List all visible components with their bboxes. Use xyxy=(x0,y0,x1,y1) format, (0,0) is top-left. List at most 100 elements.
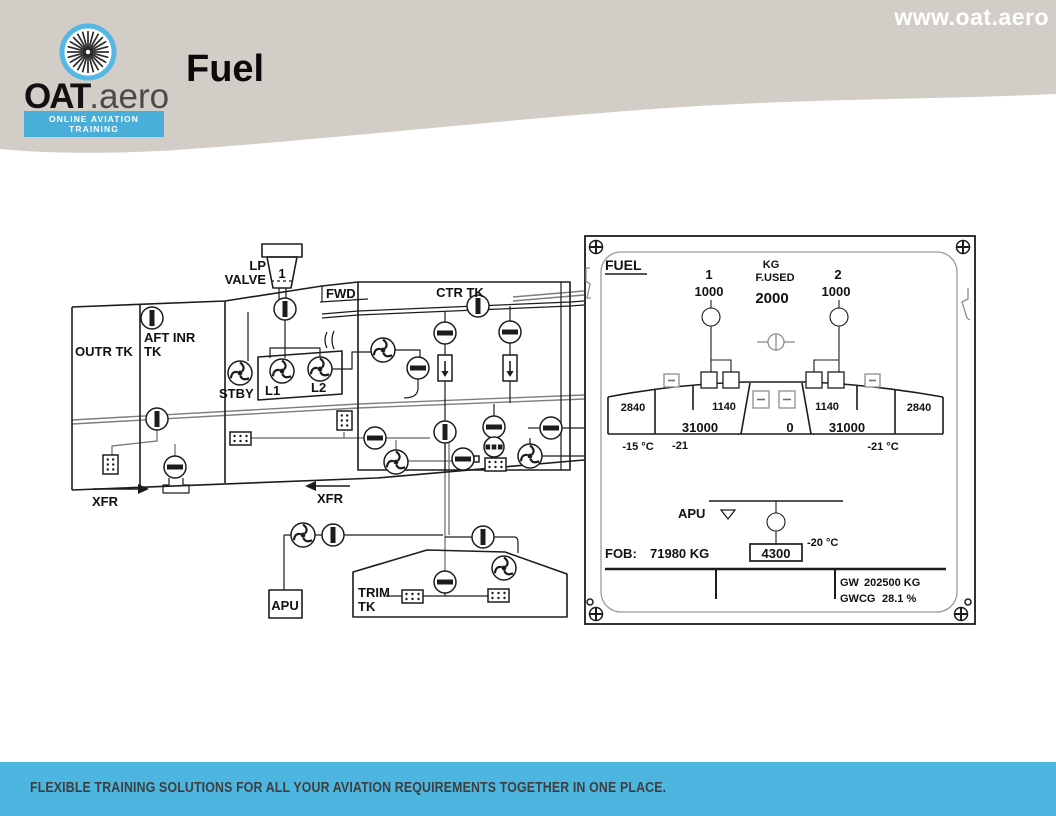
footer-slogan: FLEXIBLE TRAINING SOLUTIONS FOR ALL YOUR… xyxy=(30,780,667,796)
connector-block-inr xyxy=(229,431,252,446)
trim-temp: -20 °C xyxy=(807,537,838,549)
qty-collector-left: 1140 xyxy=(712,401,736,413)
stby-label: STBY xyxy=(219,386,254,401)
jet-pump-right xyxy=(502,354,518,382)
center-tank-pipes xyxy=(444,306,584,473)
bezel-notch-left xyxy=(585,267,591,299)
ecam-title: FUEL xyxy=(605,257,642,273)
temp-inner-left: -21 xyxy=(672,440,688,452)
eng2-id: 2 xyxy=(834,267,841,282)
stby-pump xyxy=(226,359,254,387)
jet-pump-left xyxy=(437,354,453,382)
fwd-transfer-pump xyxy=(369,336,397,364)
connector-block-outr xyxy=(102,454,119,475)
bezel-screw-tr xyxy=(955,239,971,255)
eng1-fused: 1000 xyxy=(695,284,724,299)
qty-collector-right: 1140 xyxy=(815,401,839,413)
ctr-jet-valve-left xyxy=(433,321,457,345)
ecam-screen xyxy=(600,251,958,613)
apu-box xyxy=(268,589,303,619)
trim-label-line1: TRIM xyxy=(358,585,390,600)
xfr-arrow-left xyxy=(93,484,149,494)
ecam-pump-boxes xyxy=(663,371,881,409)
lp-valve-symbol xyxy=(273,297,297,321)
gw-value: 202500 KG xyxy=(864,577,920,589)
kg-label: KG xyxy=(763,259,780,271)
ctr-jet-valve-right xyxy=(498,320,522,344)
temp-outer-right: -21 °C xyxy=(867,441,898,453)
fob-value: 71980 KG xyxy=(650,546,709,561)
apu-lp-valve xyxy=(321,523,345,547)
bezel-hole-bl xyxy=(586,598,594,606)
eng2-fused: 1000 xyxy=(822,284,851,299)
footer-banner: FLEXIBLE TRAINING SOLUTIONS FOR ALL YOUR… xyxy=(0,762,1056,816)
qty-outer-right: 2840 xyxy=(907,402,931,414)
drain-mast xyxy=(162,455,190,494)
brand-oat: OAT xyxy=(24,77,91,116)
qty-inner-right: 31000 xyxy=(829,420,865,435)
eng2-lp-valve xyxy=(829,307,849,327)
trim-tank-outline xyxy=(352,549,568,618)
brand-wordmark: OAT.aero xyxy=(24,78,169,116)
crossfeed-valve-right xyxy=(482,415,506,439)
transfer-valve xyxy=(406,356,430,380)
total-fused: 2000 xyxy=(755,290,788,307)
qty-center: 0 xyxy=(786,420,793,435)
trim-qty: 4300 xyxy=(762,546,791,561)
apu-arrow-icon xyxy=(719,509,737,521)
qty-outer-left: 2840 xyxy=(621,402,645,414)
l2-pump xyxy=(306,355,334,383)
header-background-shape xyxy=(0,0,1056,153)
gw-label: GW xyxy=(840,577,860,589)
l1-pump xyxy=(268,357,296,385)
outr-tk-label: OUTR TK xyxy=(75,344,133,359)
fwd-label: FWD xyxy=(326,286,356,301)
trim-inlet-valve xyxy=(433,570,457,594)
outr-transfer-valve xyxy=(145,407,169,431)
gwcg-value: 28.1 % xyxy=(882,593,916,605)
lp-valve-label-line2: VALVE xyxy=(225,272,267,287)
fused-label: F.USED xyxy=(755,272,794,284)
xfr-left-label: XFR xyxy=(92,494,119,509)
right-transfer-pump xyxy=(516,442,544,470)
xfr-right-label: XFR xyxy=(317,491,344,506)
ecam-tank-outline xyxy=(607,381,944,435)
l1-label: L1 xyxy=(265,383,280,398)
connector-block-center xyxy=(484,457,507,472)
bezel-screw-br xyxy=(953,606,969,622)
fuel-system-schematic: 1 LP VALVE STBY L1 L2 xyxy=(71,243,585,619)
trim-pump xyxy=(490,554,518,582)
brand-tagline: ONLINE AVIATION TRAINING xyxy=(24,111,164,137)
eng1-lp-valve xyxy=(701,307,721,327)
trim-label-line2: TK xyxy=(358,599,376,614)
page-title: Fuel xyxy=(186,48,265,90)
connector-block-trim-left xyxy=(401,589,424,604)
engine-feed-lines xyxy=(710,300,840,372)
qty-inner-left: 31000 xyxy=(682,420,718,435)
lp-valve-label-line1: LP xyxy=(249,258,266,273)
fob-label: FOB: xyxy=(605,546,637,561)
inr-tank-valve xyxy=(140,306,164,330)
oat-logo: OAT.aero ONLINE AVIATION TRAINING xyxy=(24,20,184,137)
turbine-icon xyxy=(59,23,117,81)
ecam-apu-label: APU xyxy=(678,506,705,521)
apu-label: APU xyxy=(271,598,298,613)
inr-transfer-valve xyxy=(363,426,387,450)
connector-block-trim-right xyxy=(487,588,510,603)
xfr-arrow-right xyxy=(305,481,350,491)
aft-inr-label-line2: TK xyxy=(144,344,162,359)
ecam-fuel-display: FUEL 1 1000 KG F.USED 2000 2 1000 xyxy=(584,235,976,625)
apu-pump xyxy=(289,521,317,549)
aft-inr-label-line1: AFT INR xyxy=(144,330,196,345)
l2-label: L2 xyxy=(311,380,326,395)
connector-block-mid xyxy=(336,410,353,431)
right-transfer-valve xyxy=(539,416,563,440)
defuel-valve xyxy=(451,447,480,471)
crossfeed-valve xyxy=(757,333,795,351)
gwcg-label: GWCG xyxy=(840,593,875,605)
engine-number: 1 xyxy=(278,266,285,281)
trim-qty-box xyxy=(749,543,803,562)
bezel-screw-tl xyxy=(588,239,604,255)
brand-aero: .aero xyxy=(89,77,170,116)
